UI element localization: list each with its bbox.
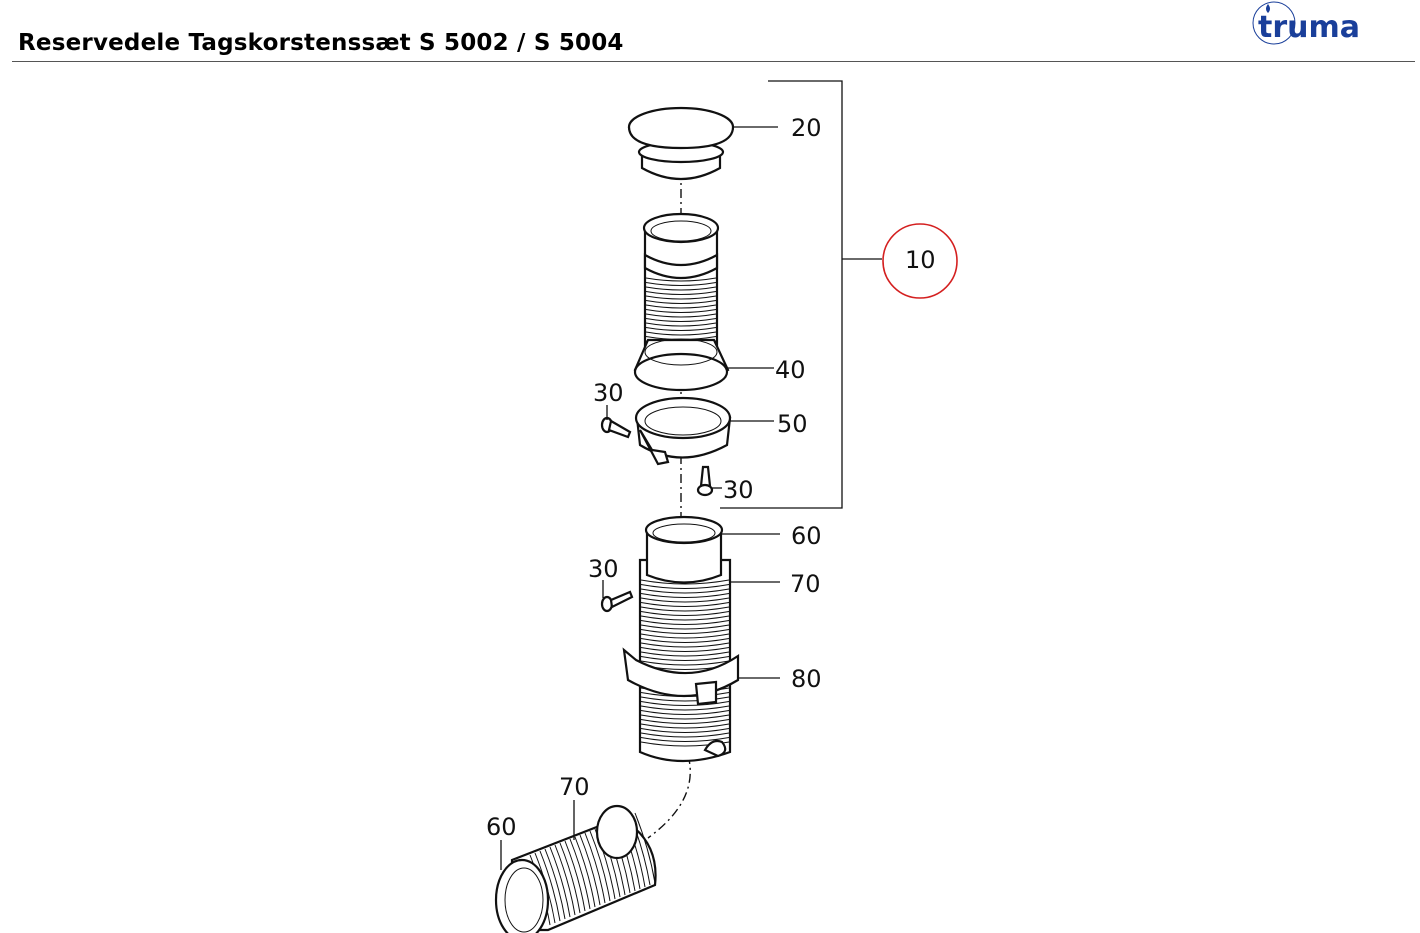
callout-50[interactable]: 50 bbox=[777, 410, 808, 438]
corrugation-line bbox=[640, 732, 730, 738]
callout-20[interactable]: 20 bbox=[791, 114, 822, 142]
corrugation-line bbox=[640, 719, 730, 724]
callout-60[interactable]: 60 bbox=[791, 522, 822, 550]
part-lower-flex-pipe[interactable] bbox=[494, 804, 657, 933]
corrugation-line bbox=[640, 629, 730, 634]
assembly-10-bracket bbox=[720, 80, 843, 509]
corrugation-line bbox=[640, 651, 730, 657]
corrugation-line bbox=[645, 318, 717, 322]
part-40-collar[interactable] bbox=[633, 338, 730, 392]
corrugation-line bbox=[645, 327, 717, 331]
part-30-screw-bottom[interactable] bbox=[696, 465, 714, 497]
corrugation-line bbox=[645, 313, 717, 318]
page-title: Reservedele Tagskorstenssæt S 5002 / S 5… bbox=[18, 30, 624, 56]
corrugation-line bbox=[640, 723, 730, 729]
part-30-screw-left[interactable] bbox=[600, 416, 632, 439]
callout-30[interactable]: 30 bbox=[723, 476, 754, 504]
corrugation-line bbox=[584, 832, 606, 904]
corrugation-line bbox=[640, 656, 730, 661]
highlight-circle bbox=[882, 223, 958, 299]
corrugation-line bbox=[640, 728, 730, 733]
corrugation-line bbox=[559, 842, 581, 914]
corrugation-line bbox=[549, 846, 571, 918]
corrugation-line bbox=[640, 579, 730, 585]
corrugation-line bbox=[569, 838, 591, 910]
corrugation-line bbox=[640, 611, 730, 616]
header-divider bbox=[12, 61, 1415, 62]
corrugation-line bbox=[640, 710, 730, 715]
corrugation-line bbox=[640, 597, 730, 603]
corrugation-line bbox=[645, 291, 717, 295]
callout-60[interactable]: 60 bbox=[486, 813, 517, 841]
assembly-axis-lower bbox=[647, 754, 691, 839]
corrugation-line bbox=[554, 844, 576, 916]
corrugation-line bbox=[640, 696, 730, 702]
corrugation-line bbox=[640, 714, 730, 720]
corrugation-line bbox=[640, 633, 730, 639]
corrugation-line bbox=[645, 277, 717, 282]
corrugation-line bbox=[579, 834, 601, 906]
corrugation-line bbox=[634, 812, 656, 884]
corrugation-line bbox=[574, 836, 596, 908]
corrugation-line bbox=[640, 642, 730, 648]
svg-text:truma: truma bbox=[1258, 10, 1360, 45]
corrugation-line bbox=[645, 295, 717, 300]
corrugation-line bbox=[640, 737, 730, 742]
corrugation-line bbox=[645, 331, 717, 336]
callout-70[interactable]: 70 bbox=[559, 773, 590, 801]
corrugation-line bbox=[645, 282, 717, 286]
part-50-ring[interactable] bbox=[634, 396, 732, 466]
callout-10[interactable]: 10 bbox=[905, 246, 936, 274]
corrugation-line bbox=[640, 615, 730, 621]
corrugation-line bbox=[645, 300, 717, 304]
callout-30[interactable]: 30 bbox=[593, 379, 624, 407]
corrugation-line bbox=[640, 620, 730, 625]
part-upper-pipe[interactable] bbox=[642, 212, 720, 362]
corrugation-line bbox=[640, 660, 730, 666]
corrugation-line bbox=[640, 588, 730, 594]
callout-40[interactable]: 40 bbox=[775, 356, 806, 384]
corrugation-line bbox=[645, 309, 717, 313]
corrugation-line bbox=[589, 830, 611, 902]
truma-logo: truma bbox=[1252, 1, 1360, 45]
corrugation-line bbox=[640, 701, 730, 706]
callout-70[interactable]: 70 bbox=[790, 570, 821, 598]
corrugation-line bbox=[564, 840, 586, 912]
corrugation-line bbox=[645, 322, 717, 327]
corrugation-line bbox=[640, 624, 730, 630]
corrugation-line bbox=[645, 304, 717, 309]
corrugation-line bbox=[640, 593, 730, 598]
callout-30[interactable]: 30 bbox=[588, 555, 619, 583]
part-20-cap[interactable] bbox=[627, 106, 735, 181]
corrugation-line bbox=[640, 606, 730, 612]
corrugation-line bbox=[539, 850, 561, 922]
part-70-main-pipe[interactable] bbox=[638, 515, 732, 763]
part-80-clamp[interactable] bbox=[622, 647, 740, 706]
corrugation-line bbox=[640, 638, 730, 643]
corrugation-line bbox=[640, 705, 730, 711]
callout-80[interactable]: 80 bbox=[791, 665, 822, 693]
corrugation-line bbox=[640, 602, 730, 607]
part-30-screw-mid[interactable] bbox=[600, 590, 634, 613]
corrugation-line bbox=[640, 584, 730, 589]
corrugation-line bbox=[645, 286, 717, 291]
corrugation-line bbox=[640, 647, 730, 652]
corrugation-line bbox=[544, 848, 566, 920]
